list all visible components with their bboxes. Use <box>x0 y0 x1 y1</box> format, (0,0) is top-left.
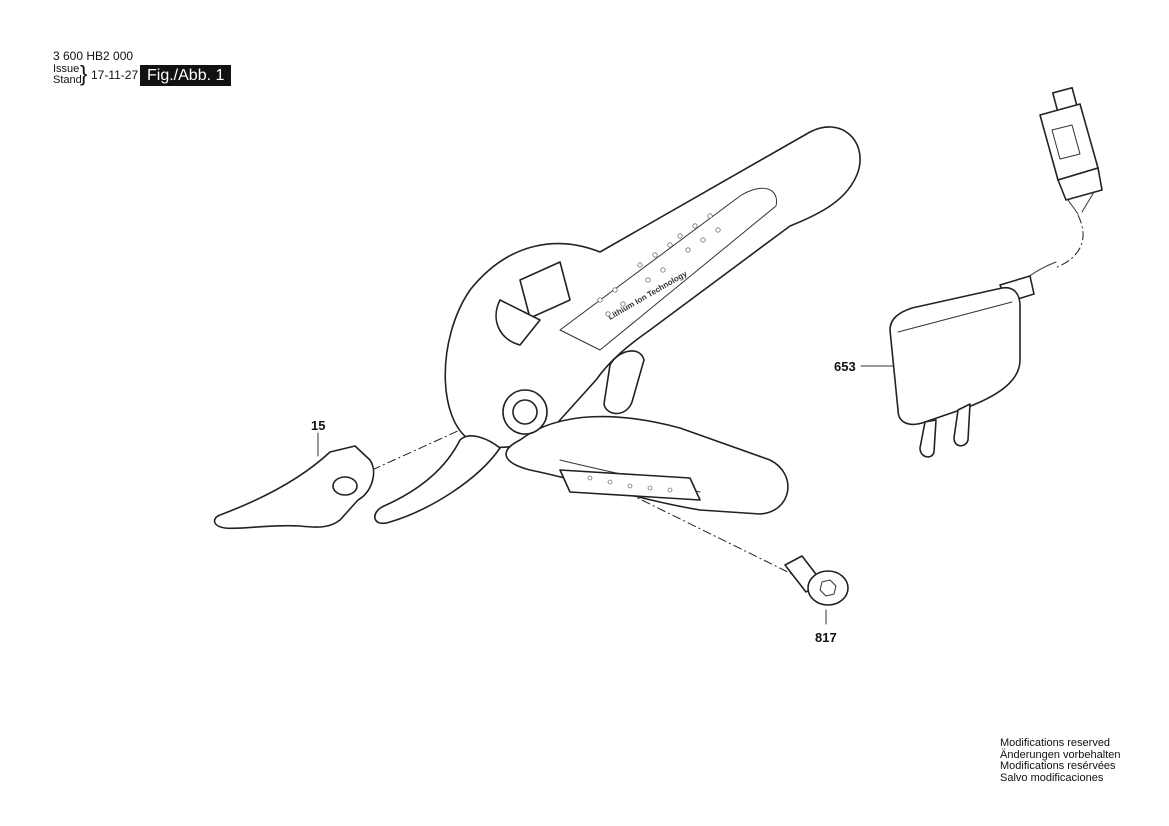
lower-handle <box>505 415 789 515</box>
hex-socket-icon <box>819 579 837 597</box>
usb-cable-end <box>1067 191 1095 215</box>
modifications-line-es: Salvo modificaciones <box>1000 771 1104 784</box>
screw <box>784 555 849 606</box>
housing-front-cap <box>495 299 541 346</box>
assembly-line-blade <box>371 429 461 471</box>
usb-symbol <box>1051 124 1081 160</box>
blade <box>213 445 375 530</box>
trigger-lock-button <box>519 261 571 319</box>
usb-strain-relief <box>1057 167 1103 201</box>
issue-stand-labels: Issue Stand <box>53 64 82 86</box>
issue-date: 17-11-27 <box>91 68 139 82</box>
charger-prong-left <box>919 419 937 458</box>
pivot-hole <box>512 399 538 425</box>
charger-prong-right <box>953 403 971 447</box>
callout-817: 817 <box>815 630 837 645</box>
fixed-jaw <box>374 435 501 525</box>
callout-653: 653 <box>834 359 856 374</box>
modifications-line-en: Modifications reserved <box>1000 737 1111 749</box>
figure-label: Fig./Abb. 1 <box>140 65 232 86</box>
issue-label: Issue <box>53 63 80 75</box>
document-number: 3 600 HB2 000 <box>53 49 134 63</box>
pruner-tool: Lithium Ion Technology <box>374 126 861 525</box>
grip-dots <box>587 213 721 493</box>
callout-15: 15 <box>311 418 326 433</box>
charger-edge <box>897 301 1013 333</box>
charger <box>889 261 1057 458</box>
blade-body <box>213 445 375 530</box>
stand-label: Stand <box>53 74 82 86</box>
return-spring <box>603 350 645 415</box>
usb-plug-body <box>1039 103 1099 181</box>
modifications-line-de: Änderungen vorbehalten <box>1000 748 1121 761</box>
pruner-housing <box>444 126 861 448</box>
screw-head <box>807 570 849 606</box>
cable-break-line <box>1054 214 1084 269</box>
usb-cable <box>1039 86 1103 215</box>
modifications-notice: Modifications reserved Änderungen vorbeh… <box>1000 737 1121 784</box>
charger-body <box>889 286 1021 426</box>
brace-glyph: } <box>80 61 88 86</box>
grip-panel-upper <box>559 187 778 351</box>
modifications-line-fr: Modifications resérvées <box>1000 760 1116 772</box>
blade-pivot-hole <box>332 476 358 496</box>
